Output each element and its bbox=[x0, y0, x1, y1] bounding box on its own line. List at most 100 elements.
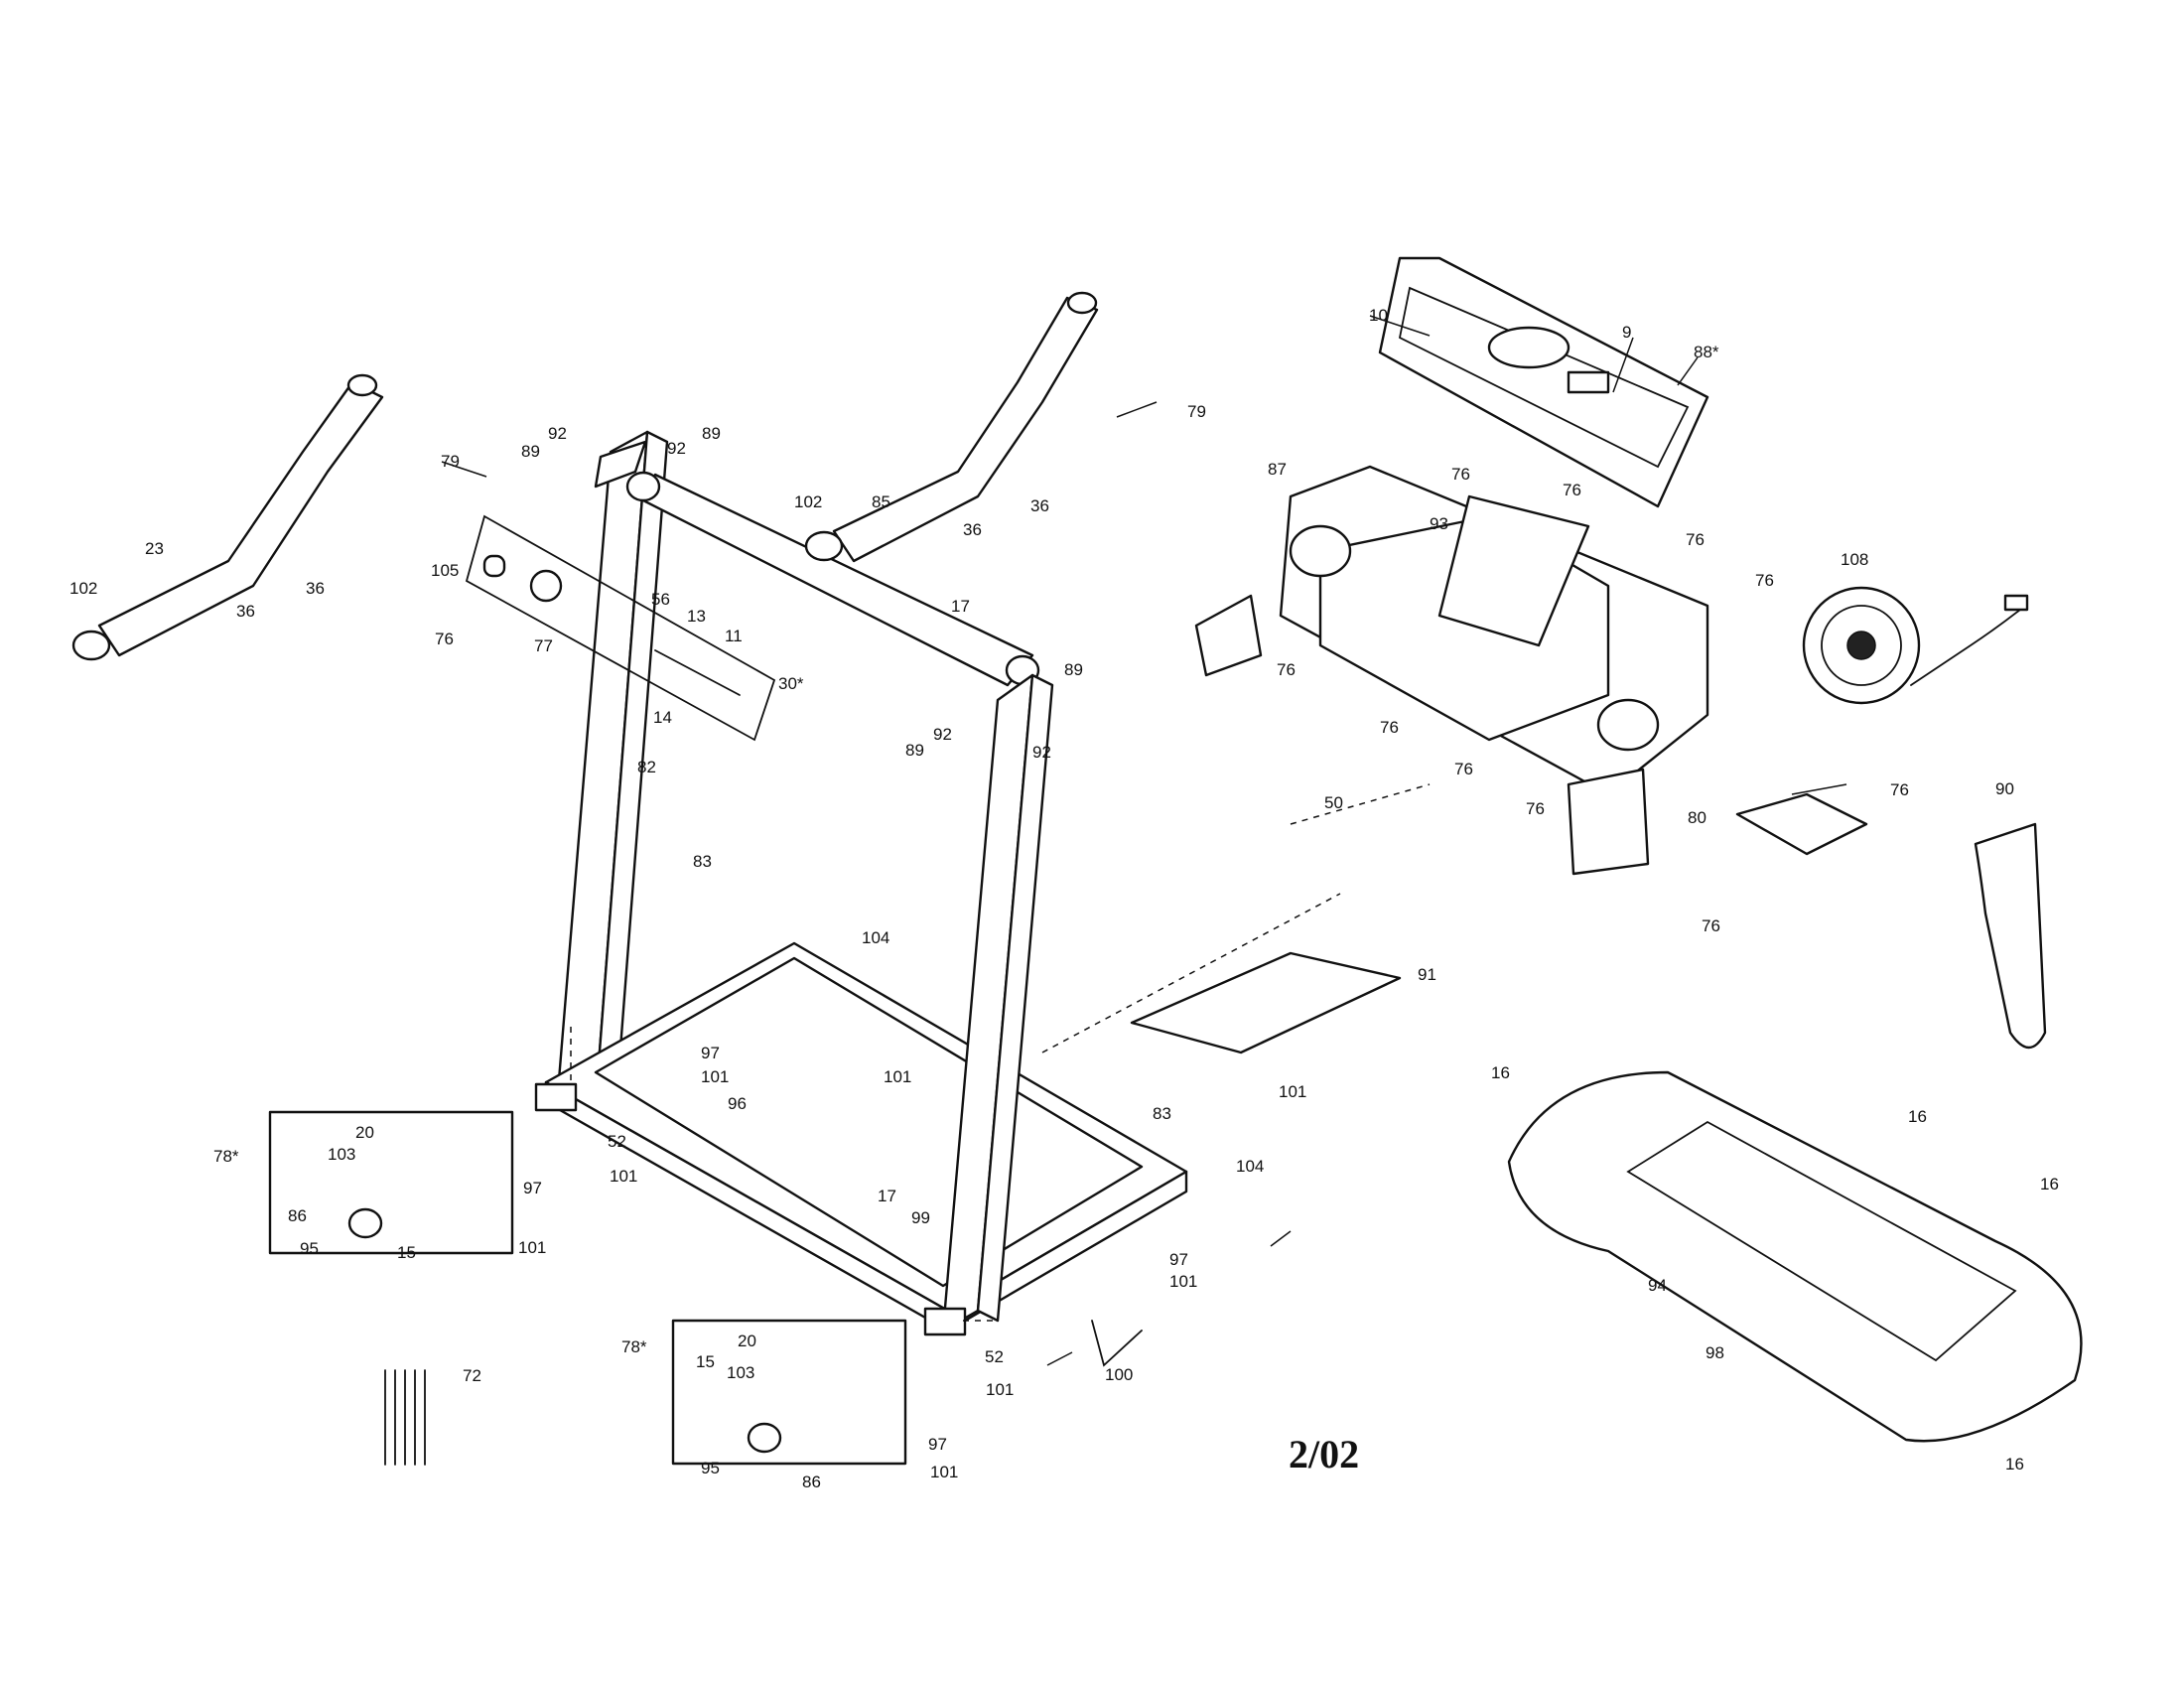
wheel-2 bbox=[747, 1422, 782, 1454]
accessory-tray bbox=[1130, 951, 1402, 1054]
callout-95: 95 bbox=[300, 1239, 319, 1258]
wheel-1 bbox=[347, 1207, 383, 1239]
callout-92: 92 bbox=[548, 424, 567, 443]
callout-52-b: 52 bbox=[985, 1347, 1004, 1366]
cable-ties bbox=[384, 1369, 426, 1466]
callout-36: 36 bbox=[236, 602, 255, 621]
callout-104: 104 bbox=[862, 928, 889, 947]
callout-97-b: 97 bbox=[523, 1179, 542, 1197]
callout-76-j: 76 bbox=[1890, 780, 1909, 799]
callout-82: 82 bbox=[637, 758, 656, 776]
callout-90: 90 bbox=[1995, 779, 2014, 798]
callout-101-g: 101 bbox=[986, 1380, 1014, 1399]
callout-9: 9 bbox=[1622, 323, 1631, 342]
console-base bbox=[1194, 465, 1709, 876]
callout-104-b: 104 bbox=[1236, 1157, 1264, 1176]
callout-76-d: 76 bbox=[1686, 530, 1705, 549]
callout-77: 77 bbox=[534, 636, 553, 655]
left-upright bbox=[556, 430, 669, 1094]
callout-83-b: 83 bbox=[1153, 1104, 1171, 1123]
callout-88: 88* bbox=[1694, 343, 1719, 361]
callout-36-c: 36 bbox=[963, 520, 982, 539]
callout-16-b: 16 bbox=[1908, 1107, 1927, 1126]
callout-36-d: 36 bbox=[1030, 496, 1049, 515]
callout-95-b: 95 bbox=[701, 1459, 720, 1477]
callout-76-e: 76 bbox=[1755, 571, 1774, 590]
callout-101-h: 101 bbox=[930, 1463, 958, 1481]
callout-101-c: 101 bbox=[1279, 1082, 1306, 1101]
callout-56: 56 bbox=[651, 590, 670, 609]
right-foot-block bbox=[923, 1307, 967, 1336]
callout-92-c: 92 bbox=[933, 725, 952, 744]
callout-101-b: 101 bbox=[884, 1067, 911, 1086]
callout-80: 80 bbox=[1688, 808, 1706, 827]
callout-102: 102 bbox=[69, 579, 97, 598]
motor-hood bbox=[1507, 1070, 2083, 1443]
callout-101-e: 101 bbox=[518, 1238, 546, 1257]
base-frame bbox=[544, 941, 1188, 1333]
callout-30: 30* bbox=[778, 674, 804, 693]
callout-94: 94 bbox=[1648, 1276, 1667, 1295]
callout-76-b: 76 bbox=[1563, 481, 1581, 499]
left-handrail bbox=[71, 373, 384, 661]
callout-20-b: 20 bbox=[738, 1332, 756, 1350]
callout-103-b: 103 bbox=[727, 1363, 754, 1382]
callout-76-f: 76 bbox=[1277, 660, 1296, 679]
callout-16: 16 bbox=[1491, 1063, 1510, 1082]
callout-87: 87 bbox=[1268, 460, 1287, 479]
electronics-panel bbox=[465, 514, 776, 742]
callout-91: 91 bbox=[1418, 965, 1436, 984]
motor-bracket bbox=[1735, 792, 1868, 856]
callout-17: 17 bbox=[951, 597, 970, 616]
callout-76-i: 76 bbox=[1526, 799, 1545, 818]
callout-50: 50 bbox=[1324, 793, 1343, 812]
top-crossbar bbox=[625, 471, 1040, 687]
callout-15-b: 15 bbox=[696, 1352, 715, 1371]
callout-72: 72 bbox=[463, 1366, 481, 1385]
callout-98: 98 bbox=[1706, 1343, 1724, 1362]
allen-wrench bbox=[1091, 1320, 1143, 1367]
fan bbox=[1802, 586, 2029, 705]
callout-79: 79 bbox=[441, 452, 460, 471]
callout-92-d: 92 bbox=[1032, 743, 1051, 762]
callout-97-d: 97 bbox=[928, 1435, 947, 1454]
callout-108: 108 bbox=[1841, 550, 1868, 569]
callout-89-b: 89 bbox=[702, 424, 721, 443]
callout-78-b: 78* bbox=[621, 1337, 647, 1356]
callout-79-right: 79 bbox=[1187, 402, 1206, 421]
callout-96: 96 bbox=[728, 1094, 747, 1113]
callout-36-b: 36 bbox=[306, 579, 325, 598]
callout-14: 14 bbox=[653, 708, 672, 727]
callout-97: 97 bbox=[701, 1044, 720, 1062]
callout-89-c: 89 bbox=[1064, 660, 1083, 679]
callout-78: 78* bbox=[213, 1147, 239, 1166]
callout-86-b: 86 bbox=[802, 1473, 821, 1491]
callout-100: 100 bbox=[1105, 1365, 1133, 1384]
callout-52: 52 bbox=[608, 1132, 626, 1151]
callout-16-d: 16 bbox=[2005, 1455, 2024, 1474]
leader-lines bbox=[441, 315, 1847, 1366]
right-upright bbox=[941, 673, 1054, 1333]
callout-101-d: 101 bbox=[610, 1167, 637, 1186]
callout-103: 103 bbox=[328, 1145, 355, 1164]
callout-76-h: 76 bbox=[1454, 760, 1473, 778]
left-foot-block bbox=[534, 1082, 578, 1112]
callout-labels: 10 9 88* 79 79 92 89 92 89 87 76 76 23 1… bbox=[69, 306, 2059, 1491]
callout-101: 101 bbox=[701, 1067, 729, 1086]
callout-101-f: 101 bbox=[1169, 1272, 1197, 1291]
right-handrail bbox=[804, 291, 1099, 563]
callout-11: 11 bbox=[725, 627, 743, 645]
callout-76-k: 76 bbox=[1702, 916, 1720, 935]
callout-17-b: 17 bbox=[878, 1187, 896, 1205]
callout-76-c: 76 bbox=[435, 630, 454, 648]
drive-belt bbox=[1974, 822, 2047, 1050]
callout-76-g: 76 bbox=[1380, 718, 1399, 737]
callout-16-c: 16 bbox=[2040, 1175, 2059, 1193]
callout-93: 93 bbox=[1430, 514, 1448, 533]
callout-102-b: 102 bbox=[794, 492, 822, 511]
callout-97-c: 97 bbox=[1169, 1250, 1188, 1269]
wheel-assembly-box-1 bbox=[268, 1110, 514, 1255]
callout-20: 20 bbox=[355, 1123, 374, 1142]
